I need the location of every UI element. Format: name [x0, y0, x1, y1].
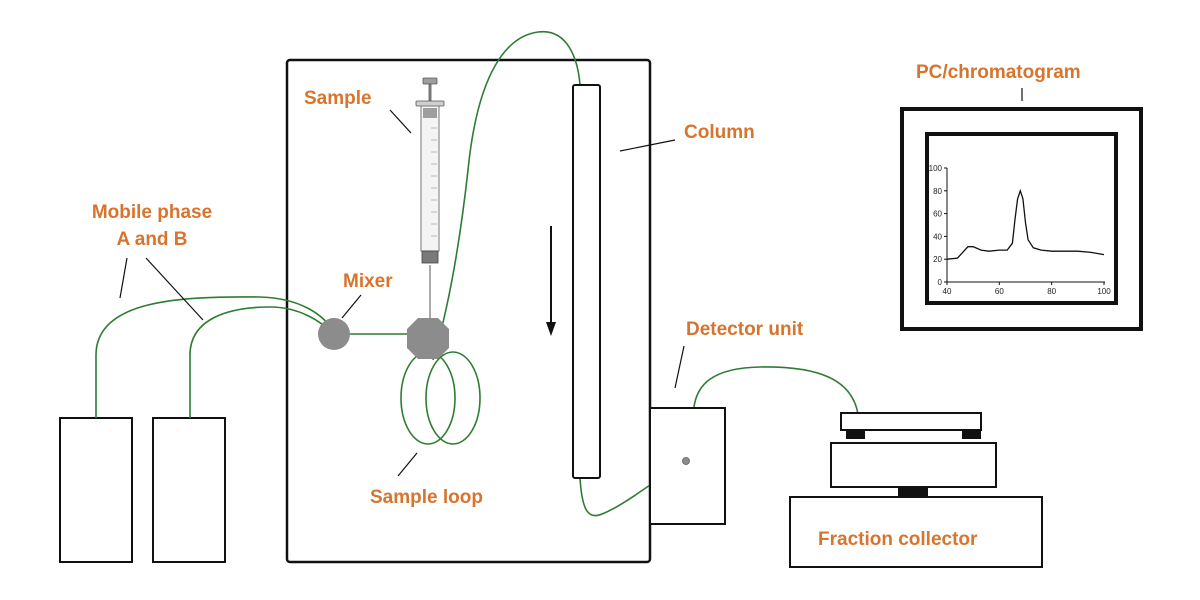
- flow-arrow: [546, 226, 556, 336]
- x-tick-label: 60: [995, 287, 1004, 296]
- leader-mixer: [341, 294, 362, 319]
- labels: Sample Column Mobile phase A and B Mixer…: [92, 62, 1081, 550]
- leader-lines: [119, 88, 1023, 477]
- leader-mobile-a: [119, 257, 128, 299]
- leader-sample-loop: [397, 452, 418, 477]
- sample-loop: [400, 351, 481, 445]
- y-tick-label: 20: [933, 255, 942, 264]
- tube-detector-to-collector: [693, 366, 859, 415]
- y-tick-label: 0: [938, 278, 943, 287]
- x-tick-label: 80: [1047, 287, 1056, 296]
- tube-reservoir-a-to-mixer: [95, 296, 335, 418]
- leader-column: [619, 139, 676, 152]
- leader-sample: [389, 109, 412, 134]
- reservoir-b: [152, 417, 226, 563]
- leader-mobile-b: [145, 257, 204, 321]
- label-sample: Sample: [304, 88, 372, 109]
- label-fraction-collector: Fraction collector: [818, 529, 978, 550]
- x-tick-label: 40: [943, 287, 952, 296]
- label-detector: Detector unit: [686, 319, 804, 340]
- label-mixer: Mixer: [343, 271, 393, 292]
- y-tick-label: 60: [933, 210, 942, 219]
- fraction-collector: [789, 412, 1043, 568]
- column: [572, 84, 601, 479]
- detector-unit: [649, 407, 726, 525]
- reservoir-a: [59, 417, 133, 563]
- y-tick-label: 40: [933, 232, 942, 241]
- label-mobile-phase-line2: A and B: [116, 229, 187, 250]
- x-tick-label: 100: [1097, 287, 1111, 296]
- chromatogram-series-line: [946, 188, 1105, 260]
- mixer: [318, 318, 350, 350]
- injection-valve: [407, 318, 449, 359]
- chromatogram: 0 20 40 60 80 100 40 60 80 100: [929, 164, 1112, 296]
- tube-reservoir-b-to-mixer: [189, 306, 334, 418]
- label-pc: PC/chromatogram: [916, 62, 1081, 83]
- label-mobile-phase-line1: Mobile phase: [92, 202, 212, 223]
- detector-port: [682, 457, 690, 465]
- instrument-housing: [285, 58, 652, 564]
- label-column: Column: [684, 122, 755, 143]
- pc-monitor-screen: [925, 132, 1118, 305]
- tube-loop-to-column: [432, 31, 581, 361]
- syringe: [415, 77, 445, 264]
- y-tick-label: 80: [933, 187, 942, 196]
- y-tick-label: 100: [929, 164, 943, 173]
- label-sample-loop: Sample loop: [370, 487, 483, 508]
- leader-detector: [674, 345, 685, 389]
